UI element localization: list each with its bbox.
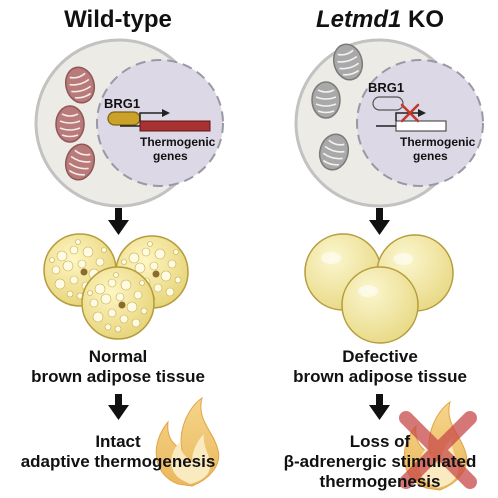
- mitochondrion-icon: [55, 105, 85, 143]
- arrow-down-icon: [369, 394, 390, 420]
- wildtype-tissue-line1: Normal: [89, 347, 148, 366]
- ko-cell: BRG1 Thermogenic genes: [294, 38, 484, 208]
- ko-gene-label-2: genes: [413, 149, 448, 163]
- gene-bar-icon: [395, 120, 447, 132]
- wildtype-outcome-line1: Intact: [95, 432, 141, 451]
- ko-tissue-line2: brown adipose tissue: [293, 367, 467, 386]
- flame-crossed-icon: [399, 401, 477, 491]
- wildtype-tissue-line2: brown adipose tissue: [31, 367, 205, 386]
- ko-title-suffix: KO: [401, 6, 444, 33]
- mitochondrion-icon: [311, 81, 341, 119]
- ko-outcome-line1: Loss of: [350, 432, 411, 451]
- arrow-down-icon: [108, 208, 129, 235]
- wildtype-brg1-label: BRG1: [104, 96, 140, 111]
- brg1-protein-outline-icon: [372, 96, 404, 111]
- ko-title-gene: Letmd1: [316, 6, 401, 33]
- arrow-down-icon: [108, 394, 129, 420]
- ko-outcome-line2: β-adrenergic stimulated: [284, 452, 477, 471]
- unilocular-adipocytes: [304, 233, 454, 344]
- wildtype-outcome-line2: adaptive thermogenesis: [21, 452, 216, 471]
- brg1-protein-icon: [107, 111, 141, 126]
- ko-tissue-line1: Defective: [342, 347, 418, 366]
- cross-icon: [399, 411, 477, 489]
- gene-bar-icon: [139, 120, 211, 132]
- ko-x-mark-icon: [400, 103, 420, 123]
- transcription-arrow-icon: [139, 112, 162, 121]
- ko-title: Letmd1 KO: [316, 6, 444, 33]
- flame-icon: [155, 397, 220, 487]
- wildtype-title: Wild-type: [64, 6, 172, 33]
- wildtype-gene-label-2: genes: [153, 149, 188, 163]
- wildtype-gene-label-1: Thermogenic: [140, 135, 216, 149]
- wildtype-cell: BRG1 Thermogenic genes: [34, 38, 224, 208]
- multilocular-adipocytes: [43, 233, 189, 340]
- ko-gene-label-1: Thermogenic: [400, 135, 476, 149]
- ko-brg1-label: BRG1: [368, 80, 404, 95]
- arrow-down-icon: [369, 208, 390, 235]
- ko-outcome-line3: thermogenesis: [320, 472, 441, 491]
